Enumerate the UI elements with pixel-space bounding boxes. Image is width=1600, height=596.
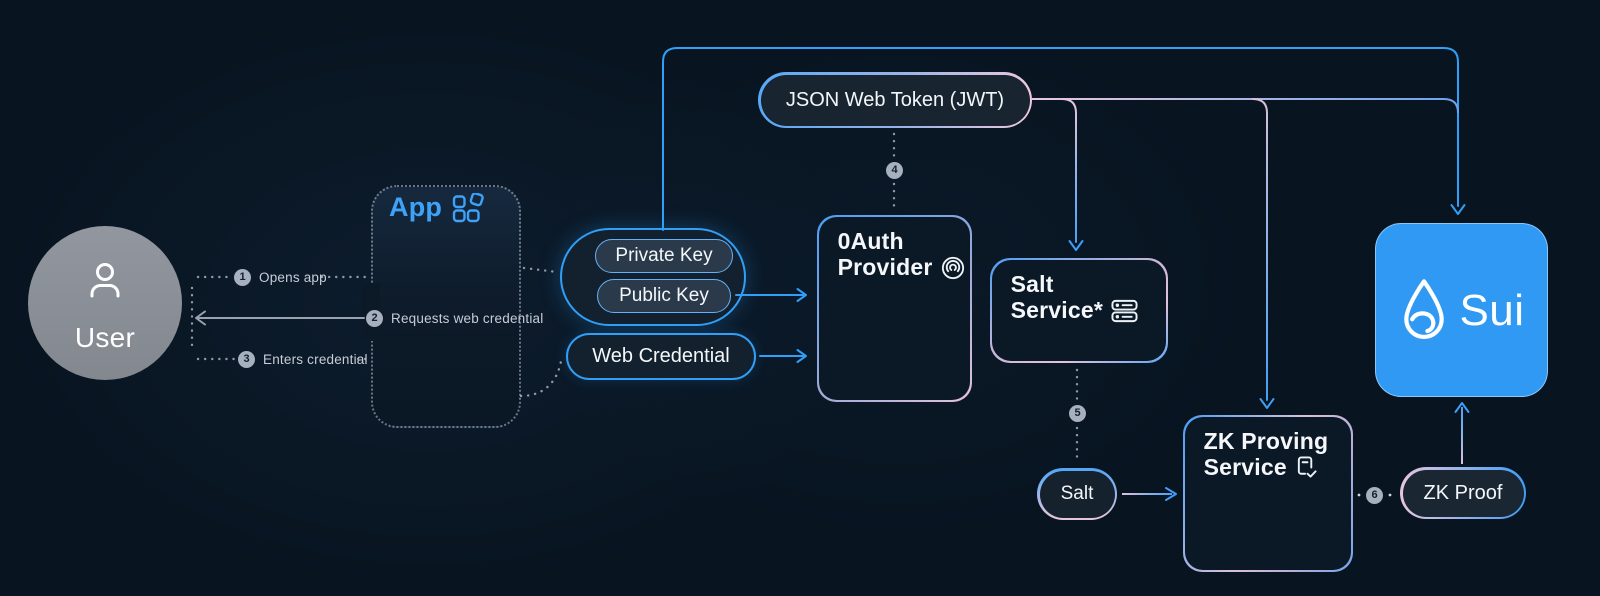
step-4-badge: 4 — [886, 162, 903, 179]
salt-label: Salt — [1060, 483, 1094, 504]
public-key-label: Public Key — [619, 285, 709, 306]
jwt-pill: JSON Web Token (JWT) — [758, 72, 1032, 128]
zk-proving-line1: ZK Proving — [1203, 427, 1329, 454]
jwt-label: JSON Web Token (JWT) — [785, 88, 1005, 111]
oauth-provider-node: 0Auth Provider — [817, 215, 972, 402]
user-node: User — [28, 226, 182, 380]
step-1-label: Opens app — [259, 270, 327, 285]
sui-label: Sui — [1459, 286, 1525, 335]
salt-pill: Salt — [1037, 468, 1117, 520]
zk-proving-line2: Service — [1203, 454, 1287, 481]
document-check-icon — [1297, 456, 1317, 478]
step-1-badge: 1 — [234, 269, 251, 286]
oauth-title-line1: 0Auth — [837, 227, 904, 254]
app-header: App — [389, 192, 486, 223]
zk-proving-title: ZK Proving Service — [1185, 417, 1352, 481]
step-2-label: Requests web credential — [391, 311, 544, 326]
app-node — [371, 185, 521, 428]
oauth-provider-title: 0Auth Provider — [819, 217, 971, 281]
person-icon — [90, 263, 120, 298]
salt-service-line1: Salt — [1010, 270, 1054, 297]
sui-node: Sui — [1375, 223, 1548, 397]
user-label: User — [74, 322, 136, 353]
private-key-pill: Private Key — [595, 239, 733, 273]
step-3-label: Enters credential — [263, 352, 368, 367]
salt-service-title: Salt Service* — [992, 260, 1167, 324]
openid-icon — [941, 256, 964, 279]
zk-proof-label: ZK Proof — [1423, 481, 1503, 504]
public-key-pill: Public Key — [597, 279, 731, 313]
private-key-label: Private Key — [615, 245, 713, 266]
oauth-title-line2: Provider — [837, 254, 933, 281]
step-6-badge: 6 — [1366, 487, 1383, 504]
web-credential-label: Web Credential — [592, 345, 730, 367]
salt-service-line2: Service* — [1010, 297, 1103, 324]
app-label: App — [389, 192, 443, 222]
server-icon — [1111, 299, 1138, 322]
zk-proving-service-node: ZK Proving Service — [1183, 415, 1353, 572]
step-3-badge: 3 — [238, 351, 255, 368]
step-5-badge: 5 — [1069, 405, 1086, 422]
salt-service-node: Salt Service* — [990, 258, 1168, 363]
app-grid-icon — [452, 192, 484, 222]
sui-droplet-icon — [1404, 279, 1445, 340]
key-pair-group: Private Key Public Key — [560, 228, 746, 326]
web-credential-pill: Web Credential — [566, 333, 756, 380]
step-2-badge: 2 — [366, 310, 383, 327]
zk-proof-pill: ZK Proof — [1400, 467, 1526, 519]
